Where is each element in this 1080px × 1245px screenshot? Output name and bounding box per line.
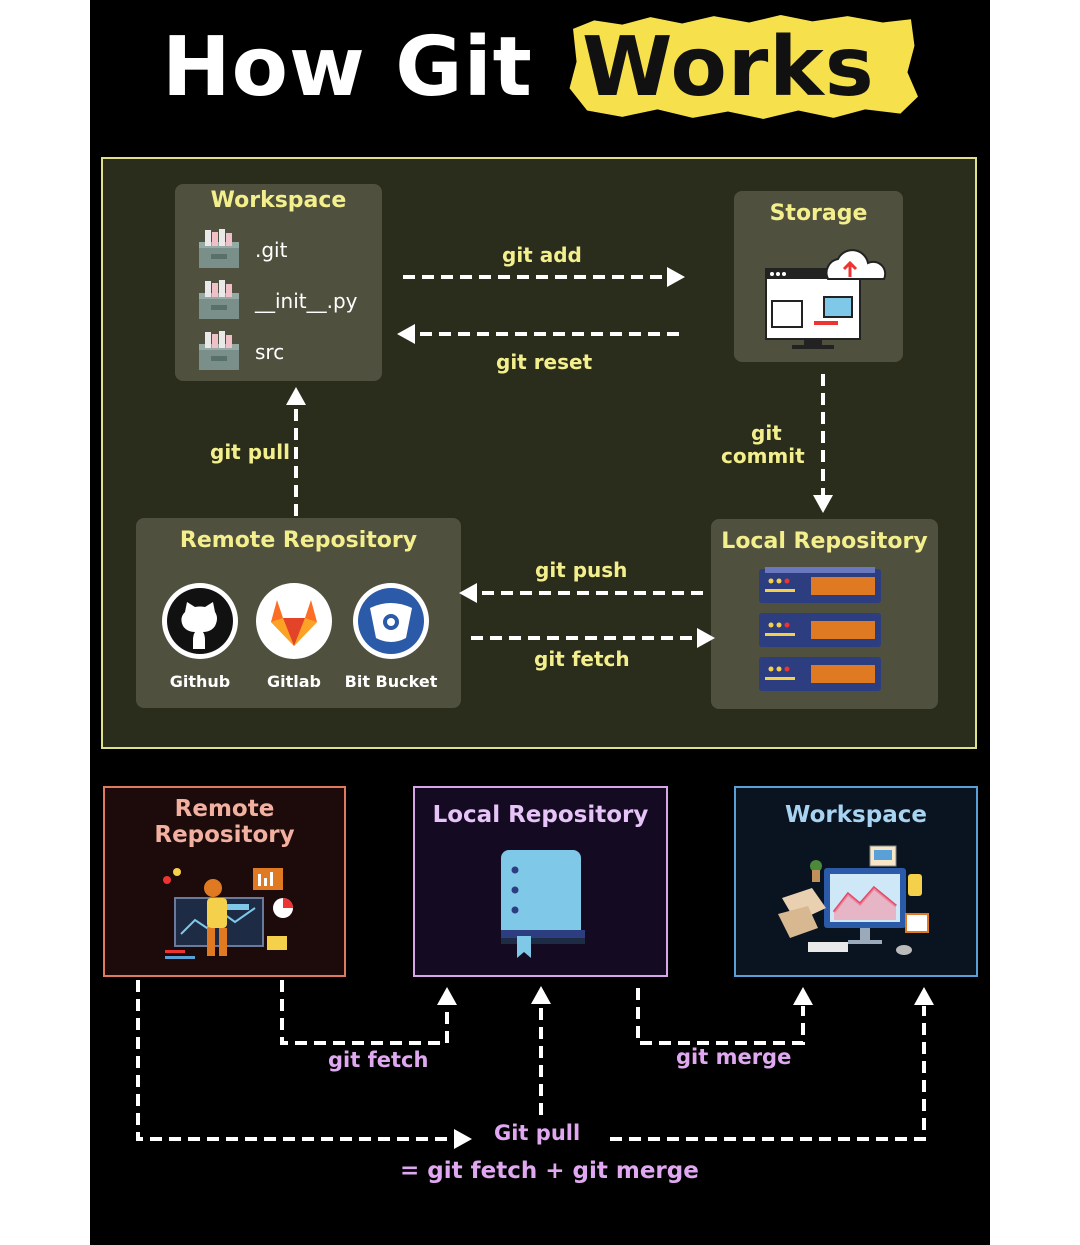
github-icon [162, 583, 238, 659]
gitlab-icon [256, 583, 332, 659]
git-commit-label-1: git [751, 421, 782, 445]
bottom-arrows [136, 980, 934, 1149]
developer-illustration-icon [163, 868, 293, 959]
cloud-storage-icon [765, 249, 887, 349]
bottom-git-pull-right-arrow [610, 1006, 926, 1141]
git-fetch-label: git fetch [534, 647, 630, 671]
title-highlight [569, 15, 918, 119]
title-how-git: How Git [162, 20, 533, 115]
workspace-title: Workspace [210, 188, 347, 213]
folder-icon [199, 229, 239, 268]
bottom-remote-title-2: Repository [154, 822, 295, 848]
folder-icon [199, 331, 239, 370]
bitbucket-icon [353, 583, 429, 659]
storage-title: Storage [769, 201, 868, 226]
file-init-py: __init__.py [255, 289, 358, 313]
remote-repository-title: Remote Repository [179, 528, 418, 553]
local-repository-card: Local Repository [711, 519, 938, 709]
bottom-git-fetch-arrow [280, 980, 449, 1045]
git-commit-label-2: commit [721, 444, 805, 468]
bottom-git-merge-arrow [636, 988, 805, 1045]
server-icon [759, 567, 881, 691]
bottom-git-merge-label: git merge [676, 1045, 792, 1069]
workspace-illustration-icon [778, 845, 929, 955]
git-reset-label: git reset [496, 350, 593, 374]
folder-icon [199, 280, 239, 319]
storage-card: Storage [734, 191, 903, 362]
git-pull-label: git pull [210, 440, 290, 464]
bottom-workspace-box: Workspace [734, 786, 978, 977]
bottom-git-fetch-label: git fetch [328, 1048, 429, 1072]
top-arrows [286, 267, 833, 648]
local-repository-title: Local Repository [721, 529, 928, 554]
top-diagram-panel: Workspace .git __init__.py src [101, 157, 977, 749]
bottom-local-repository-box: Local Repository [413, 786, 668, 977]
gitlab-label: Gitlab [267, 672, 321, 691]
workspace-card: Workspace .git __init__.py src [175, 184, 382, 381]
title-works: Works [582, 20, 875, 115]
bottom-workspace-title: Workspace [785, 802, 927, 828]
bitbucket-label: Bit Bucket [344, 672, 438, 691]
repository-book-icon [501, 850, 585, 958]
bottom-remote-repository-box: Remote Repository [103, 786, 346, 977]
file-git: .git [255, 238, 288, 262]
remote-repository-card: Remote Repository Github Gitlab Bit Buck… [136, 518, 461, 708]
bottom-git-pull-label: Git pull [494, 1121, 581, 1145]
bottom-remote-title-1: Remote [174, 796, 275, 822]
bottom-git-pull-formula: = git fetch + git merge [400, 1158, 699, 1184]
bottom-git-pull-left-arrow [136, 980, 454, 1141]
infographic-canvas: How Git Works Workspace .git __init__.py [90, 0, 990, 1245]
git-add-label: git add [502, 243, 582, 267]
git-push-label: git push [535, 558, 628, 582]
github-label: Github [169, 672, 231, 691]
bottom-local-title: Local Repository [432, 802, 649, 828]
file-src: src [255, 340, 285, 364]
